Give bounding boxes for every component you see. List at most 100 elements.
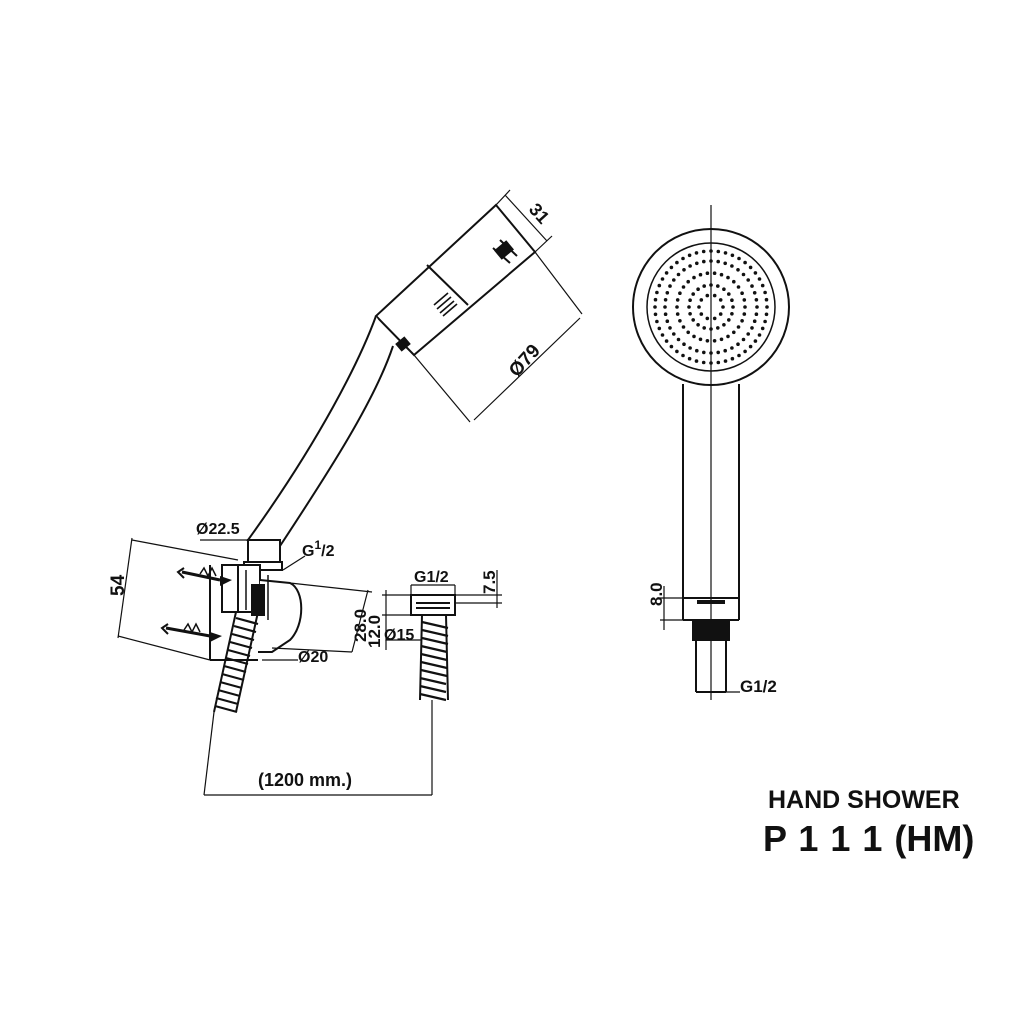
nozzle-dot: [705, 316, 710, 321]
nozzle-dot: [730, 312, 734, 316]
nozzle-dot: [660, 333, 665, 337]
nozzle-dot: [705, 339, 710, 343]
nozzle-dot: [663, 312, 668, 317]
nozzle-dot: [752, 291, 757, 295]
dim-lines-front: [660, 586, 740, 693]
nozzle-dot: [687, 356, 692, 361]
nozzle-dot: [701, 360, 706, 365]
dim-lines-holder: [117, 537, 502, 796]
nozzle-dot: [699, 312, 704, 316]
nozzle-dot: [681, 353, 685, 358]
nozzle-dot: [709, 283, 713, 287]
front-view: [632, 205, 790, 700]
nozzle-dot: [740, 319, 744, 323]
nozzle-dot: [682, 268, 686, 272]
nozzle-dot: [765, 305, 769, 309]
nozzle-dot: [732, 279, 736, 284]
nozzle-dot: [709, 351, 713, 355]
nozzle-dot: [672, 332, 676, 336]
nozzle-dot: [736, 268, 740, 272]
nozzle-dot: [743, 349, 747, 354]
nozzle-dot: [695, 348, 699, 353]
nozzle-dot: [730, 298, 734, 303]
nozzle-dot: [750, 284, 754, 288]
handle-body: [246, 315, 394, 548]
nozzle-dot: [665, 319, 670, 324]
nozzle-dot: [760, 326, 765, 331]
nozzle-dot: [681, 325, 686, 329]
nozzle-dot: [752, 319, 757, 324]
nozzle-dot: [657, 283, 662, 288]
nozzle-dot: [743, 260, 747, 265]
nozzle-dot: [686, 330, 690, 335]
nozzle-dot: [702, 284, 706, 288]
dim-front-g12-label: G1/2: [740, 677, 777, 696]
nozzle-dot: [754, 312, 759, 317]
nozzle-dot: [675, 298, 680, 302]
nozzle-dot: [688, 346, 692, 350]
nozzle-dot: [716, 326, 720, 330]
dim-head-thickness: [495, 189, 553, 253]
nozzle-dot: [653, 312, 658, 317]
nozzle-dot: [757, 277, 762, 281]
nozzle-dot: [741, 337, 746, 342]
grip-lines: [433, 292, 458, 317]
nozzle-dot: [740, 291, 744, 296]
nozzle-dot: [678, 319, 682, 323]
nozzle-dot: [657, 326, 662, 331]
dim-g12-nut-label: G1/2: [414, 569, 449, 586]
front-thread: [692, 619, 730, 641]
nozzle-dot: [696, 287, 700, 292]
nozzle-dot: [722, 323, 726, 327]
head-inner-circle: [646, 242, 776, 372]
nozzle-dot: [748, 344, 753, 349]
dim-thread-top-label: G1/2: [302, 538, 335, 560]
nozzle-dot: [663, 305, 667, 309]
nozzle-dot: [702, 350, 706, 355]
nozzle-dot: [742, 312, 747, 316]
nozzle-dot: [681, 256, 685, 261]
nozzle-dot: [723, 251, 728, 255]
nozzle-dot: [736, 325, 741, 329]
nozzle-dot: [669, 344, 674, 349]
nozzle-dot: [757, 333, 762, 337]
nozzle-dot: [727, 292, 731, 296]
nozzle-dot: [664, 271, 669, 275]
hose-nut: [410, 594, 456, 616]
nozzle-dot: [753, 271, 758, 275]
nozzle-dot: [750, 326, 754, 330]
nozzle-dot: [653, 297, 658, 302]
nozzle-dot: [737, 353, 741, 358]
nozzle-dot: [746, 332, 750, 336]
nozzle-dot: [678, 291, 682, 296]
nozzle-dot: [705, 271, 710, 276]
nozzle-dot: [712, 339, 717, 343]
nozzle-dot: [694, 251, 699, 255]
nozzle-dot: [755, 305, 759, 309]
nozzle-dot: [742, 298, 747, 302]
nozzle-dot: [746, 278, 750, 282]
nozzle-dot: [672, 278, 676, 282]
nozzle-dot: [730, 264, 734, 268]
dim-28-label: 28.0: [351, 609, 370, 642]
nozzle-dot: [692, 334, 696, 339]
nozzle-dot: [660, 277, 665, 281]
nozzle-dot: [716, 284, 720, 288]
nozzle-dot: [653, 305, 657, 309]
nozzle-dot: [723, 359, 728, 363]
nozzle-dot: [741, 272, 746, 277]
wall-holder: [209, 564, 303, 661]
nozzle-dot: [655, 290, 659, 295]
nozzle-dot: [727, 318, 731, 322]
nozzle-dot: [655, 319, 659, 324]
nozzle-dot: [718, 298, 723, 302]
nozzle-dot: [754, 298, 759, 302]
nozzle-dot: [696, 323, 700, 327]
nozzle-dot: [701, 249, 706, 254]
nozzle-dot: [709, 259, 713, 263]
nozzle-dot: [730, 253, 735, 258]
nozzle-dot: [763, 319, 767, 324]
nozzle-dot: [676, 337, 681, 342]
nozzle-dot: [721, 305, 725, 309]
nozzle-dot: [709, 361, 713, 365]
